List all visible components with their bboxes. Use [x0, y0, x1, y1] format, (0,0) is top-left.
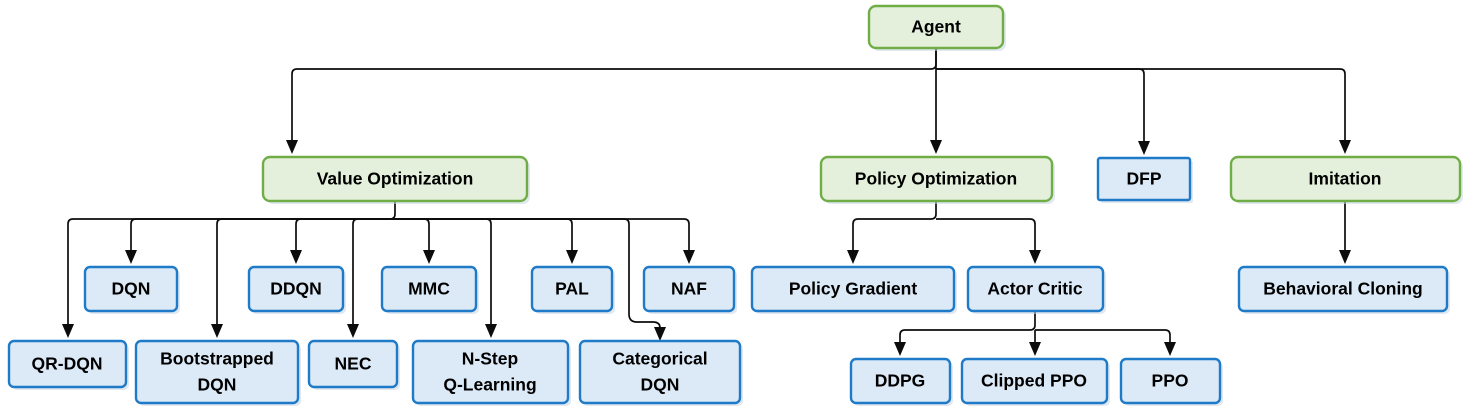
node-dfp-label: DFP: [1127, 169, 1162, 189]
node-n-step-q-learning-label-line1: N-Step: [462, 349, 518, 369]
node-value-optimization[interactable]: Value Optimization: [261, 155, 530, 204]
node-bootstrapped-dqn[interactable]: Bootstrapped DQN: [134, 339, 301, 406]
node-n-step-q-learning-label-line2: Q-Learning: [443, 375, 536, 395]
edge-layer: [62, 48, 1351, 356]
node-ddpg-label: DDPG: [875, 371, 926, 391]
node-categorical-dqn-label-line1: Categorical: [612, 349, 707, 369]
node-dqn-label: DQN: [112, 279, 151, 299]
node-ppo[interactable]: PPO: [1119, 357, 1223, 406]
node-ppo-label: PPO: [1152, 371, 1189, 391]
edge-value-optimization-to-mmc: [395, 218, 435, 264]
node-layer: Agent Value Optimization Policy Optimiza…: [7, 4, 1463, 406]
node-agent-label: Agent: [911, 17, 961, 37]
edge-value-optimization-to-pal: [395, 218, 578, 264]
node-dqn[interactable]: DQN: [83, 265, 180, 314]
edge-value-optimization-to-categorical-dqn: [395, 218, 666, 341]
edge-policy-optimization-to-actor-critic: [936, 218, 1041, 264]
edge-agent-to-value-optimization: [286, 48, 937, 154]
node-categorical-dqn[interactable]: Categorical DQN: [578, 339, 743, 406]
edge-agent-to-policy-optimization: [930, 48, 942, 154]
node-naf-label: NAF: [671, 279, 707, 299]
edge-actor-critic-to-ddpg: [894, 311, 1036, 356]
node-categorical-dqn-label-line2: DQN: [641, 375, 680, 395]
node-behavioral-cloning[interactable]: Behavioral Cloning: [1237, 265, 1450, 314]
node-policy-optimization[interactable]: Policy Optimization: [819, 155, 1055, 204]
node-ddqn-label: DDQN: [270, 279, 322, 299]
edge-policy-optimization-to-policy-gradient: [847, 201, 937, 264]
node-behavioral-cloning-label: Behavioral Cloning: [1263, 279, 1422, 299]
edge-value-optimization-to-dqn: [125, 201, 396, 264]
node-imitation-label: Imitation: [1309, 169, 1382, 189]
node-ddqn[interactable]: DDQN: [247, 265, 346, 314]
node-actor-critic-label: Actor Critic: [987, 279, 1083, 299]
edge-actor-critic-to-ppo: [1035, 329, 1176, 356]
node-n-step-q-learning[interactable]: N-Step Q-Learning: [411, 339, 571, 406]
node-mmc[interactable]: MMC: [380, 265, 479, 314]
node-agent[interactable]: Agent: [867, 4, 1006, 51]
edge-value-optimization-to-bootstrapped-dqn: [211, 218, 395, 338]
node-ddpg[interactable]: DDPG: [849, 357, 953, 406]
node-pal[interactable]: PAL: [530, 265, 615, 314]
node-clipped-ppo[interactable]: Clipped PPO: [960, 357, 1110, 406]
edge-value-optimization-to-qr-dqn: [62, 218, 395, 338]
node-value-optimization-label: Value Optimization: [317, 169, 474, 189]
node-policy-optimization-label: Policy Optimization: [855, 169, 1017, 189]
node-mmc-label: MMC: [408, 279, 450, 299]
edge-value-optimization-to-nec: [347, 218, 395, 338]
node-nec-label: NEC: [335, 354, 372, 374]
node-policy-gradient-label: Policy Gradient: [789, 279, 918, 299]
node-pal-label: PAL: [555, 279, 589, 299]
node-naf[interactable]: NAF: [642, 265, 737, 314]
node-bootstrapped-dqn-label-line1: Bootstrapped: [160, 349, 274, 369]
node-qr-dqn[interactable]: QR-DQN: [7, 339, 129, 390]
node-imitation[interactable]: Imitation: [1229, 155, 1463, 204]
edge-value-optimization-to-naf: [395, 218, 695, 264]
node-qr-dqn-label: QR-DQN: [32, 354, 103, 374]
node-clipped-ppo-label: Clipped PPO: [981, 371, 1087, 391]
edge-agent-to-dfp: [936, 68, 1150, 155]
edge-imitation-to-behavioral-cloning: [1339, 201, 1351, 264]
node-actor-critic[interactable]: Actor Critic: [966, 265, 1106, 314]
node-nec[interactable]: NEC: [307, 339, 400, 390]
edge-value-optimization-to-ddqn: [290, 218, 395, 264]
edge-agent-to-imitation: [936, 68, 1351, 154]
edge-actor-critic-to-clipped-ppo: [1029, 330, 1041, 356]
node-bootstrapped-dqn-label-line2: DQN: [198, 375, 237, 395]
node-dfp[interactable]: DFP: [1096, 156, 1193, 203]
node-policy-gradient[interactable]: Policy Gradient: [750, 265, 957, 314]
